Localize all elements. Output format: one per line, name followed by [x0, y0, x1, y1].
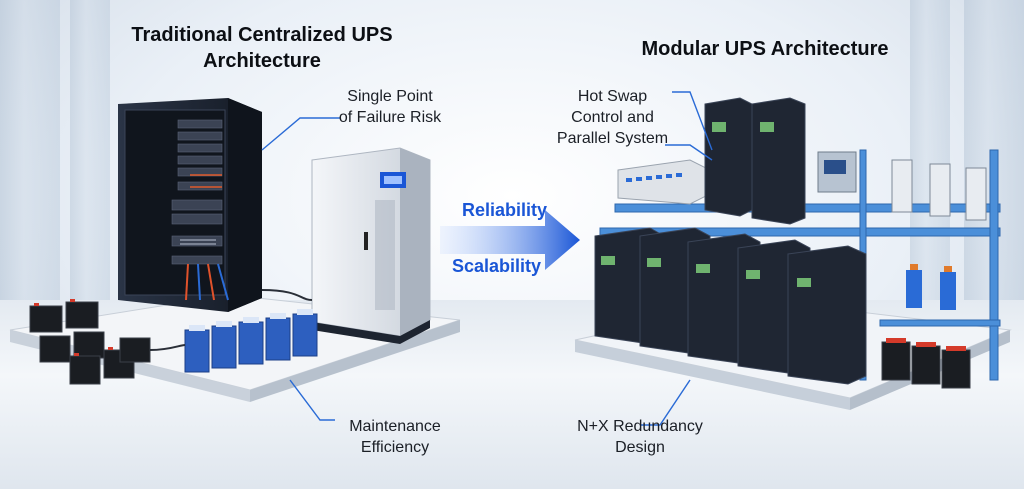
- centralized-ups-unit: [311, 147, 431, 344]
- server-rack-cabinet: [118, 98, 262, 312]
- label-scalability: Scalability: [452, 256, 542, 276]
- network-switch: [617, 159, 707, 205]
- control-modules: [817, 151, 987, 310]
- background-rack-right-2: [910, 0, 950, 300]
- left-title: Traditional Centralized UPS Architecture: [131, 24, 393, 72]
- lead-acid-batteries: [29, 301, 151, 385]
- label-reliability: Reliability: [462, 200, 548, 220]
- label-hot-swap: Hot Swap Control and Parallel System: [556, 88, 669, 147]
- label-redundancy: N+X Redundancy Design: [577, 418, 703, 456]
- modular-ups-top: [704, 97, 806, 225]
- modular-batteries: [881, 341, 971, 389]
- reliability-scalability-arrow: [440, 210, 580, 270]
- lithium-battery-modules: [184, 309, 318, 373]
- label-single-point-failure: Single Point of Failure Risk: [338, 88, 442, 126]
- background-rack-left-2: [70, 0, 110, 300]
- right-title: Modular UPS Architecture: [641, 38, 889, 60]
- background-rack-left: [0, 0, 60, 300]
- label-maintenance-efficiency: Maintenance Efficiency: [349, 418, 441, 456]
